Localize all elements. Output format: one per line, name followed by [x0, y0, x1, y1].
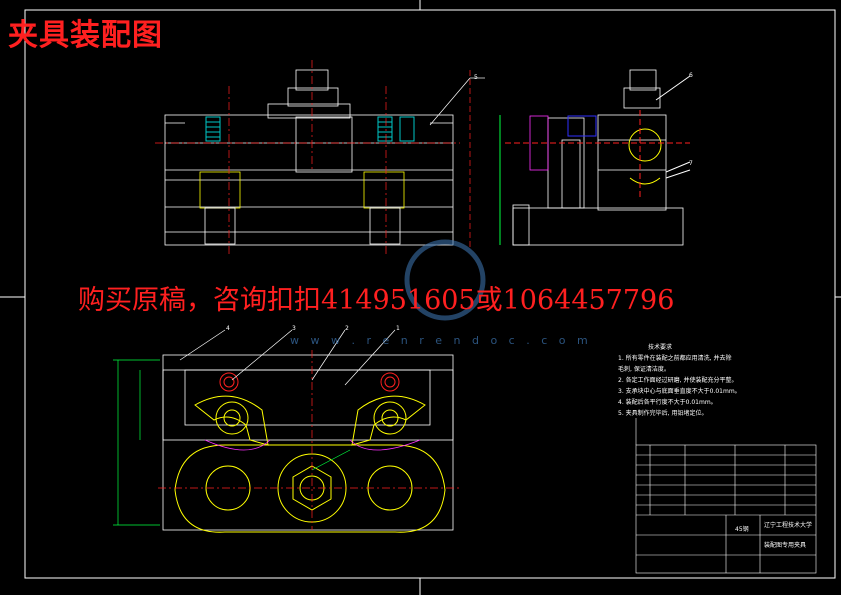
balloon-label: 4 — [226, 325, 230, 332]
technical-notes: 技术要求 1. 所有零件在装配之前都应用清洗, 并去除 毛刺, 保证清洁度。 2… — [618, 342, 741, 419]
top-view — [162, 354, 454, 531]
top-view-bolts — [219, 372, 400, 392]
top-view-dimensions — [113, 359, 421, 526]
side-view — [512, 69, 684, 246]
balloon-label: 5 — [474, 74, 478, 81]
technical-note-item: 5. 夹具制作完毕后, 用铅堵定位。 — [618, 410, 708, 417]
top-view-centerlines — [158, 350, 460, 530]
balloon-label: 3 — [292, 325, 296, 332]
promo-text: 购买原稿，咨询扣扣414951605或1064457796 — [78, 285, 675, 316]
side-view-features — [499, 75, 691, 245]
technical-note-item: 1. 所有零件在装配之前都应用清洗, 并去除 — [618, 355, 732, 362]
technical-note-item: 毛刺, 保证清洁度。 — [618, 366, 670, 373]
balloon-label: 2 — [345, 325, 349, 332]
front-view-threads — [205, 116, 415, 142]
title-block — [635, 418, 817, 574]
title-block-drawing-name: 装配图专用夹具 — [764, 542, 807, 549]
top-view-leaders — [179, 329, 396, 386]
watermark-text: w w w . r e n r e n d o c . c o m — [290, 334, 592, 347]
technical-note-item: 2. 各定工作面经过研磨, 并使装配充分平整。 — [618, 377, 738, 384]
watermark-logo — [404, 239, 486, 321]
technical-note-item: 3. 支承块中心与底面垂直度不大于0.01mm。 — [618, 388, 741, 395]
top-view-clamps — [174, 395, 446, 533]
technical-notes-heading: 技术要求 — [648, 344, 673, 351]
front-view-leader — [429, 70, 485, 250]
title-block-material: 45钢 — [735, 526, 749, 533]
balloon-label: 1 — [396, 325, 400, 332]
drawing-title: 夹具装配图 — [8, 18, 163, 53]
balloon-label: 6 — [689, 72, 693, 79]
title-block-school: 辽宁工程技术大学 — [764, 522, 813, 529]
balloon-label: 7 — [689, 160, 693, 167]
front-view-centerlines — [155, 60, 460, 255]
front-view — [164, 69, 454, 246]
technical-note-item: 4. 装配后各平行度不大于0.01mm。 — [618, 399, 717, 406]
